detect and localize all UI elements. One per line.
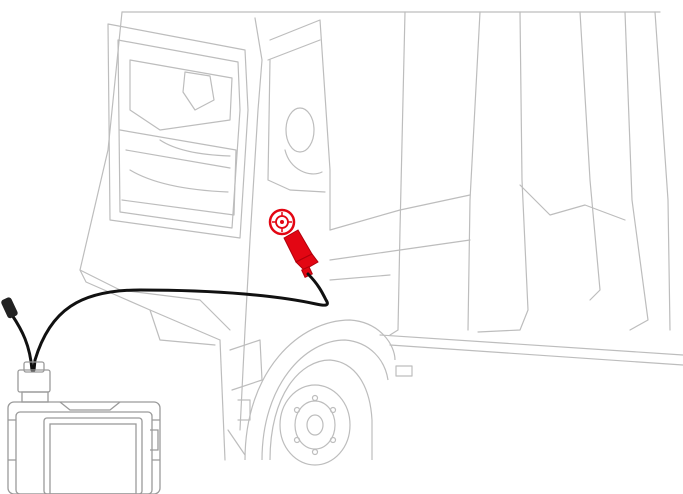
truck-cab-outline: [79, 11, 683, 461]
open-door: [107, 23, 249, 239]
diagnostic-tablet-icon: [7, 361, 161, 494]
cable-end-connector-icon: [1, 297, 18, 319]
obd-port-icon: [268, 208, 296, 236]
diagnostic-cable: [32, 272, 329, 372]
obd-connector-icon: [283, 229, 319, 278]
cable-branch: [10, 313, 34, 372]
front-wheel: [244, 319, 396, 466]
